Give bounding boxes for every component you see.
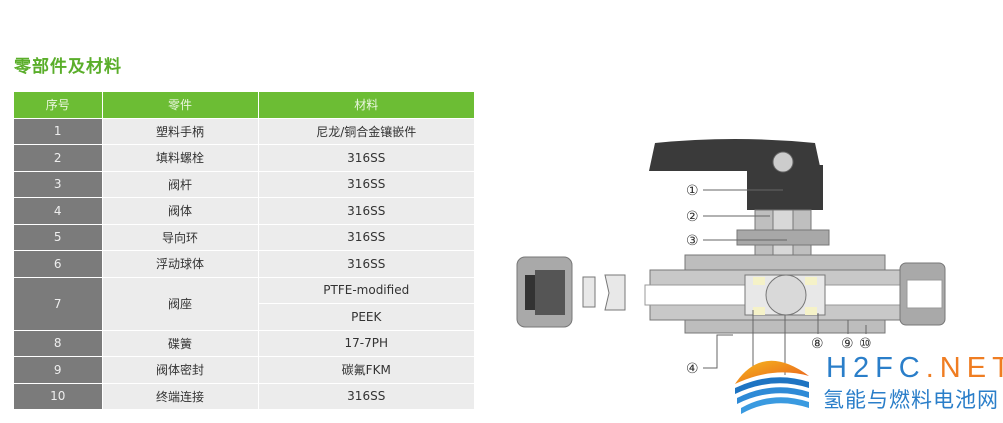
cell-no: 7 bbox=[14, 277, 103, 331]
cell-no: 10 bbox=[14, 383, 103, 410]
header-part: 零件 bbox=[102, 92, 259, 119]
cell-part: 阀座 bbox=[102, 277, 259, 331]
cell-part: 阀体 bbox=[102, 197, 259, 225]
callout-2: ② bbox=[686, 209, 699, 225]
watermark-brand: H2FC.NET bbox=[826, 352, 1003, 385]
cell-no: 5 bbox=[14, 224, 103, 251]
cell-material: 尼龙/铜合金镶嵌件 bbox=[258, 118, 475, 145]
cell-part: 碟簧 bbox=[102, 330, 259, 357]
watermark-en-main: H2FC bbox=[826, 352, 926, 384]
ball-valve-cross-section-diagram: ① ② ③ ④ ⑧ ⑨ ⑩ bbox=[516, 139, 946, 375]
callout-4: ④ bbox=[686, 361, 699, 375]
callout-1: ① bbox=[686, 183, 699, 199]
cell-material: 17-7PH bbox=[258, 330, 475, 357]
cell-part: 导向环 bbox=[102, 224, 259, 251]
callout-10: ⑩ bbox=[859, 336, 872, 352]
cell-material: PEEK bbox=[258, 303, 475, 331]
h2fc-logo-icon bbox=[735, 360, 809, 414]
cell-no: 8 bbox=[14, 330, 103, 357]
cell-material: 316SS bbox=[258, 171, 475, 198]
cell-no: 4 bbox=[14, 197, 103, 225]
callout-9: ⑨ bbox=[841, 336, 854, 352]
cell-material: 碳氟FKM bbox=[258, 356, 475, 384]
cell-part: 终端连接 bbox=[102, 383, 259, 410]
cell-part: 阀杆 bbox=[102, 171, 259, 198]
cell-no: 3 bbox=[14, 171, 103, 198]
cell-material: 316SS bbox=[258, 197, 475, 225]
section-title: 零部件及材料 bbox=[14, 57, 122, 77]
table-row: PEEK bbox=[14, 303, 475, 331]
cell-no: 9 bbox=[14, 356, 103, 384]
callout-3: ③ bbox=[686, 233, 699, 249]
callout-8: ⑧ bbox=[811, 336, 824, 352]
cell-material: 316SS bbox=[258, 224, 475, 251]
cell-part: 填料螺栓 bbox=[102, 144, 259, 172]
cell-no: 1 bbox=[14, 118, 103, 145]
cell-no: 6 bbox=[14, 250, 103, 278]
cell-material: 316SS bbox=[258, 383, 475, 410]
header-material: 材料 bbox=[258, 92, 475, 119]
watermark-cn: 氢能与燃料电池网 bbox=[823, 388, 999, 412]
cell-material: 316SS bbox=[258, 250, 475, 278]
cell-material: 316SS bbox=[258, 144, 475, 172]
cell-no: 2 bbox=[14, 144, 103, 172]
cell-part: 阀体密封 bbox=[102, 356, 259, 384]
cell-part: 塑料手柄 bbox=[102, 118, 259, 145]
watermark-en-suffix: .NET bbox=[925, 352, 1003, 384]
cell-part: 浮动球体 bbox=[102, 250, 259, 278]
cell-material: PTFE-modified bbox=[258, 277, 475, 304]
header-no: 序号 bbox=[14, 92, 103, 119]
